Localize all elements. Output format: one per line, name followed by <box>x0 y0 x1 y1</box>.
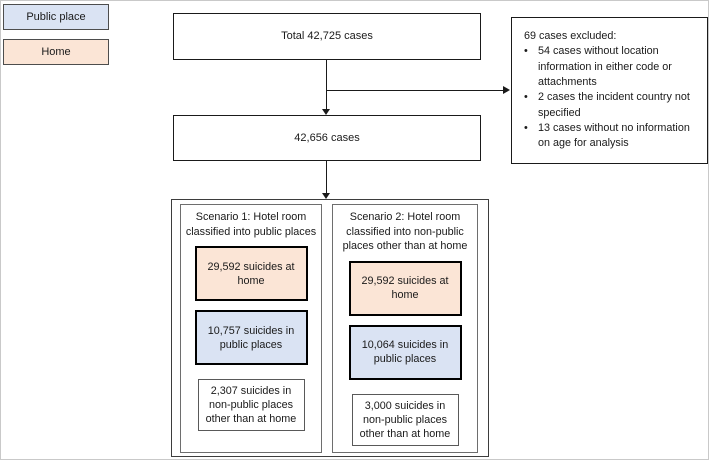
total-cases-label: Total 42,725 cases <box>281 30 373 43</box>
legend-public-place-label: Public place <box>26 10 86 23</box>
exclusion-box: 69 cases excluded: • 54 cases without lo… <box>511 17 708 164</box>
scenario-2-home-label: 29,592 suicides at home <box>361 275 449 302</box>
scenario-1-other-box: 2,307 suicides in non-public places othe… <box>197 379 305 432</box>
scenario-2-home-box: 29,592 suicides at home <box>348 260 462 316</box>
scenario-1-public-label: 10,757 suicides in public places <box>207 324 295 351</box>
exclusion-item-text: 54 cases without location information in… <box>538 45 672 88</box>
total-cases-box: Total 42,725 cases <box>173 13 481 60</box>
exclusion-item: • 54 cases without location information … <box>524 44 699 90</box>
legend-public-place: Public place <box>3 4 109 30</box>
exclusion-item-text: 13 cases without no information on age f… <box>538 121 690 150</box>
scenario-1-other-label: 2,307 suicides in non-public places othe… <box>205 385 297 426</box>
scenario-1-home-box: 29,592 suicides at home <box>194 246 308 302</box>
legend-home: Home <box>3 39 109 65</box>
scenario-2-other-label: 3,000 suicides in non-public places othe… <box>359 399 451 440</box>
exclusion-item-text: 2 cases the incident country not specifi… <box>538 91 690 119</box>
scenario-2-panel: Scenario 2: Hotel room classified into n… <box>332 204 478 453</box>
scenarios-container: Scenario 1: Hotel room classified into p… <box>171 199 489 457</box>
connector-horizontal-exclusion <box>326 90 503 91</box>
exclusion-item: • 2 cases the incident country not speci… <box>524 90 699 121</box>
scenario-2-public-label: 10,064 suicides in public places <box>361 339 449 366</box>
scenario-2-public-box: 10,064 suicides in public places <box>348 324 462 380</box>
scenario-2-other-box: 3,000 suicides in non-public places othe… <box>351 393 459 446</box>
arrowhead-down-icon <box>322 193 330 199</box>
scenario-1-home-label: 29,592 suicides at home <box>207 260 295 287</box>
bullet-icon: • <box>524 91 528 104</box>
scenario-1-header: Scenario 1: Hotel room classified into p… <box>185 211 317 238</box>
arrowhead-right-icon <box>503 86 510 94</box>
bullet-icon: • <box>524 45 528 58</box>
exclusion-title: 69 cases excluded: <box>524 30 617 42</box>
arrowhead-down-icon <box>322 109 330 115</box>
filtered-cases-label: 42,656 cases <box>294 131 360 144</box>
legend-home-label: Home <box>41 45 71 58</box>
connector-vertical-bottom <box>326 161 327 194</box>
connector-vertical-top <box>326 60 327 110</box>
bullet-icon: • <box>524 121 528 134</box>
scenario-2-header: Scenario 2: Hotel room classified into n… <box>342 211 468 253</box>
exclusion-item: • 13 cases without no information on age… <box>524 121 699 152</box>
scenario-1-panel: Scenario 1: Hotel room classified into p… <box>180 204 322 453</box>
scenario-1-public-box: 10,757 suicides in public places <box>194 310 308 366</box>
filtered-cases-box: 42,656 cases <box>173 115 481 161</box>
